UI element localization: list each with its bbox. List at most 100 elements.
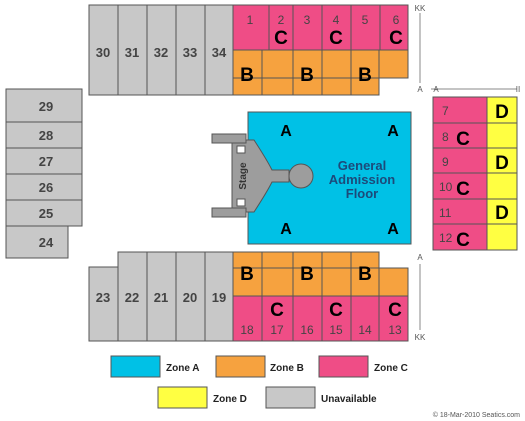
legend-swatch-zone-a — [110, 355, 161, 378]
section-28-label: 28 — [39, 128, 53, 143]
section-13[interactable] — [378, 295, 409, 342]
section-27-label: 27 — [39, 154, 53, 169]
row-marker-a: A — [417, 85, 423, 94]
bottom-unavailable-sections: 23 22 21 20 19 — [88, 251, 234, 342]
section-5-label: 5 — [362, 13, 369, 27]
zone-c-letter: C — [456, 179, 470, 200]
row-marker-kk: KK — [415, 333, 426, 342]
zone-c-letter: C — [456, 129, 470, 150]
bottom-zone-c-sections: 18 17 16 15 14 13 C C C — [232, 295, 409, 342]
zone-b-letter: B — [358, 264, 372, 285]
legend-label-zone-d: Zone D — [213, 394, 247, 405]
zone-c-letter: C — [329, 28, 343, 49]
bottom-zone-b-band: B B B — [232, 251, 409, 297]
section-1-label: 1 — [247, 13, 254, 27]
right-sections: 7 8 9 10 11 12 C C C D D D — [432, 96, 518, 251]
legend-label-unavailable: Unavailable — [321, 394, 377, 405]
section-20-label: 20 — [183, 290, 197, 305]
section-7-label: 7 — [442, 104, 449, 118]
section-27[interactable] — [5, 147, 83, 175]
section-7[interactable] — [432, 96, 488, 124]
section-17[interactable] — [261, 295, 294, 342]
row-marker-kk: KK — [415, 4, 426, 13]
zone-d-section[interactable] — [486, 223, 518, 251]
section-32-label: 32 — [154, 45, 168, 60]
section-32[interactable] — [146, 4, 177, 96]
floor-corner-label: A — [280, 221, 292, 238]
section-34-label: 34 — [212, 45, 227, 60]
legend-swatch-unavailable — [265, 386, 316, 409]
left-unavailable-sections: 29 28 27 26 25 24 — [5, 88, 83, 259]
section-10[interactable] — [432, 172, 488, 200]
zone-d-letter: D — [495, 203, 509, 224]
floor-corner-label: A — [387, 123, 399, 140]
section-19[interactable] — [204, 251, 234, 342]
section-12-label: 12 — [439, 231, 453, 245]
section-8-label: 8 — [442, 130, 449, 144]
section-2-label: 2 — [278, 13, 285, 27]
section-30-label: 30 — [96, 45, 110, 60]
section-16-label: 16 — [300, 323, 314, 337]
section-25[interactable] — [5, 199, 83, 227]
floor-corner-label: A — [280, 123, 292, 140]
zone-d-section[interactable] — [486, 172, 518, 200]
section-31-label: 31 — [125, 45, 139, 60]
stage-thrust-circle — [288, 163, 314, 189]
section-6[interactable] — [379, 4, 409, 51]
zone-b-section[interactable] — [232, 267, 409, 297]
legend-label-zone-a: Zone A — [166, 363, 200, 374]
row-markers: KK A A II A KK — [415, 4, 521, 342]
section-1[interactable] — [232, 4, 270, 51]
section-25-label: 25 — [39, 206, 53, 221]
top-unavailable-sections: 30 31 32 33 34 — [88, 4, 234, 96]
row-marker-a: A — [417, 253, 423, 262]
section-3-label: 3 — [304, 13, 311, 27]
section-8[interactable] — [432, 122, 488, 149]
stage-shape — [231, 139, 290, 213]
stage-notch — [236, 145, 246, 154]
section-11[interactable] — [432, 198, 488, 225]
zone-d-letter: D — [495, 153, 509, 174]
section-24[interactable] — [5, 225, 69, 259]
legend: Zone A Zone B Zone C Zone D Unavailable — [110, 355, 408, 409]
section-31[interactable] — [117, 4, 148, 96]
zone-d-section[interactable] — [486, 96, 518, 124]
section-22[interactable] — [117, 251, 148, 342]
section-11-label: 11 — [439, 206, 452, 220]
section-19-label: 19 — [212, 290, 226, 305]
legend-swatch-zone-c — [318, 355, 369, 378]
section-2[interactable] — [268, 4, 294, 51]
section-6-label: 6 — [393, 13, 400, 27]
floor-label: General — [338, 158, 386, 173]
zone-d-section[interactable] — [486, 122, 518, 149]
top-zone-b-band: B B B — [232, 49, 409, 96]
section-13-label: 13 — [388, 323, 402, 337]
section-24-label: 24 — [39, 235, 54, 250]
section-17-label: 17 — [270, 323, 284, 337]
stage-wing — [211, 207, 247, 218]
section-29[interactable] — [5, 88, 83, 123]
section-3[interactable] — [292, 4, 323, 51]
legend-label-zone-b: Zone B — [270, 363, 304, 374]
zone-d-section[interactable] — [486, 198, 518, 225]
section-23[interactable] — [88, 266, 119, 342]
section-30[interactable] — [88, 4, 119, 96]
section-23-label: 23 — [96, 290, 110, 305]
section-5[interactable] — [350, 4, 381, 51]
legend-swatch-zone-d — [157, 386, 208, 409]
section-20[interactable] — [175, 251, 206, 342]
floor-label: Admission — [329, 172, 396, 187]
section-15-label: 15 — [329, 323, 343, 337]
section-22-label: 22 — [125, 290, 139, 305]
zone-b-letter: B — [358, 65, 372, 86]
zone-d-section[interactable] — [486, 147, 518, 174]
section-34[interactable] — [204, 4, 234, 96]
stage: Stage — [211, 133, 314, 218]
zone-b-letter: B — [300, 264, 314, 285]
zone-b-letter: B — [240, 65, 254, 86]
section-21[interactable] — [146, 251, 177, 342]
stage-label: Stage — [238, 162, 249, 190]
zone-b-section[interactable] — [232, 49, 409, 79]
section-9-label: 9 — [442, 155, 449, 169]
